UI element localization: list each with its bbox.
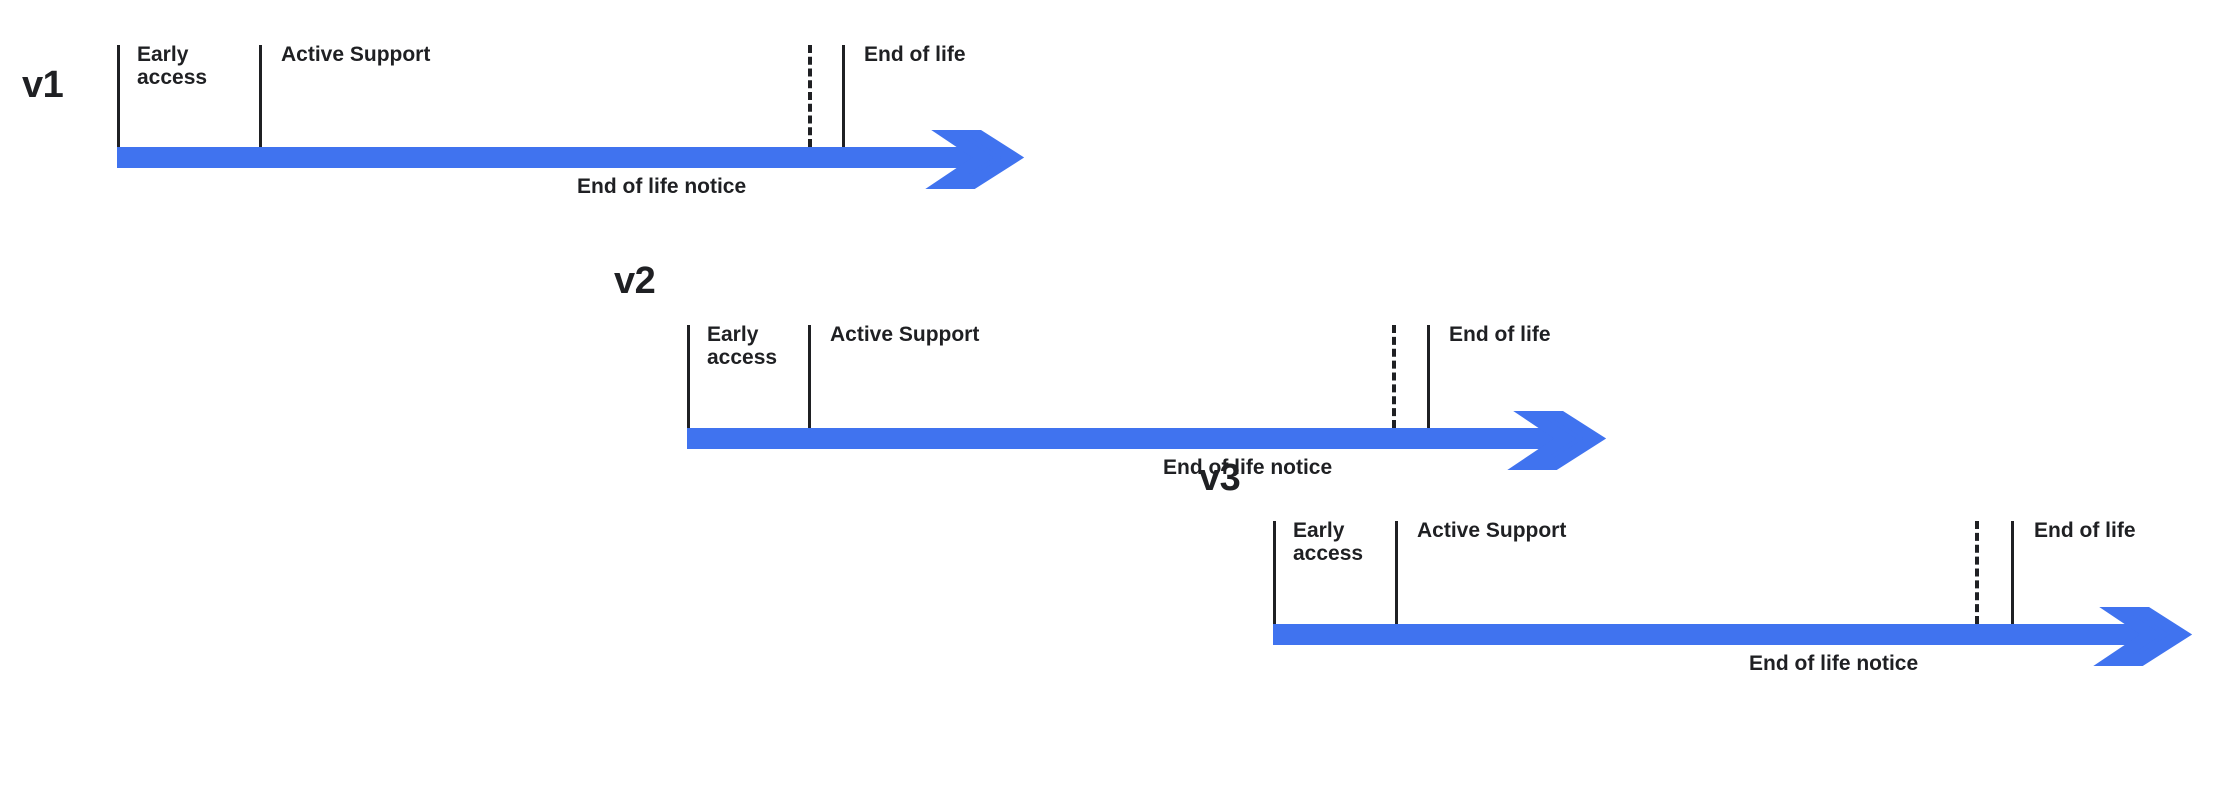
version-label-v1: v1 — [22, 64, 64, 106]
phase-divider-early-access-v1 — [117, 45, 120, 147]
phase-label-end-of-life-v1: End of life — [864, 43, 966, 66]
phase-divider-eol-notice-v2 — [1392, 325, 1396, 428]
phase-divider-eol-notice-v1 — [808, 45, 812, 147]
version-label-v2: v2 — [614, 260, 656, 302]
phase-divider-end-of-life-v1 — [842, 45, 845, 147]
phase-label-active-support-v3: Active Support — [1417, 519, 1567, 542]
phase-divider-active-support-v3 — [1395, 521, 1398, 624]
phase-label-early-access-v3: Early access — [1293, 519, 1364, 565]
phase-divider-early-access-v2 — [687, 325, 690, 428]
phase-label-end-of-life-v3: End of life — [2034, 519, 2136, 542]
phase-divider-eol-notice-v3 — [1975, 521, 1979, 624]
phase-label-end-of-life-v2: End of life — [1449, 323, 1551, 346]
phase-label-active-support-v1: Active Support — [281, 43, 431, 66]
end-of-life-notice-label-v2: End of life notice — [1163, 456, 1333, 479]
phase-divider-active-support-v2 — [808, 325, 811, 428]
timeline-arrow-v1 — [117, 130, 1025, 189]
end-of-life-notice-label-v3: End of life notice — [1749, 652, 1919, 675]
timeline-arrow-v2 — [687, 411, 1607, 470]
phase-label-early-access-v2: Early access — [707, 323, 778, 369]
phase-divider-end-of-life-v2 — [1427, 325, 1430, 428]
end-of-life-notice-label-v1: End of life notice — [577, 175, 747, 198]
timeline-arrow-v3 — [1273, 607, 2193, 666]
phase-divider-end-of-life-v3 — [2011, 521, 2014, 624]
phase-divider-active-support-v1 — [259, 45, 262, 147]
phase-label-early-access-v1: Early access — [137, 43, 208, 89]
version-label-v3: v3 — [1199, 457, 1241, 499]
phase-label-active-support-v2: Active Support — [830, 323, 980, 346]
phase-divider-early-access-v3 — [1273, 521, 1276, 624]
